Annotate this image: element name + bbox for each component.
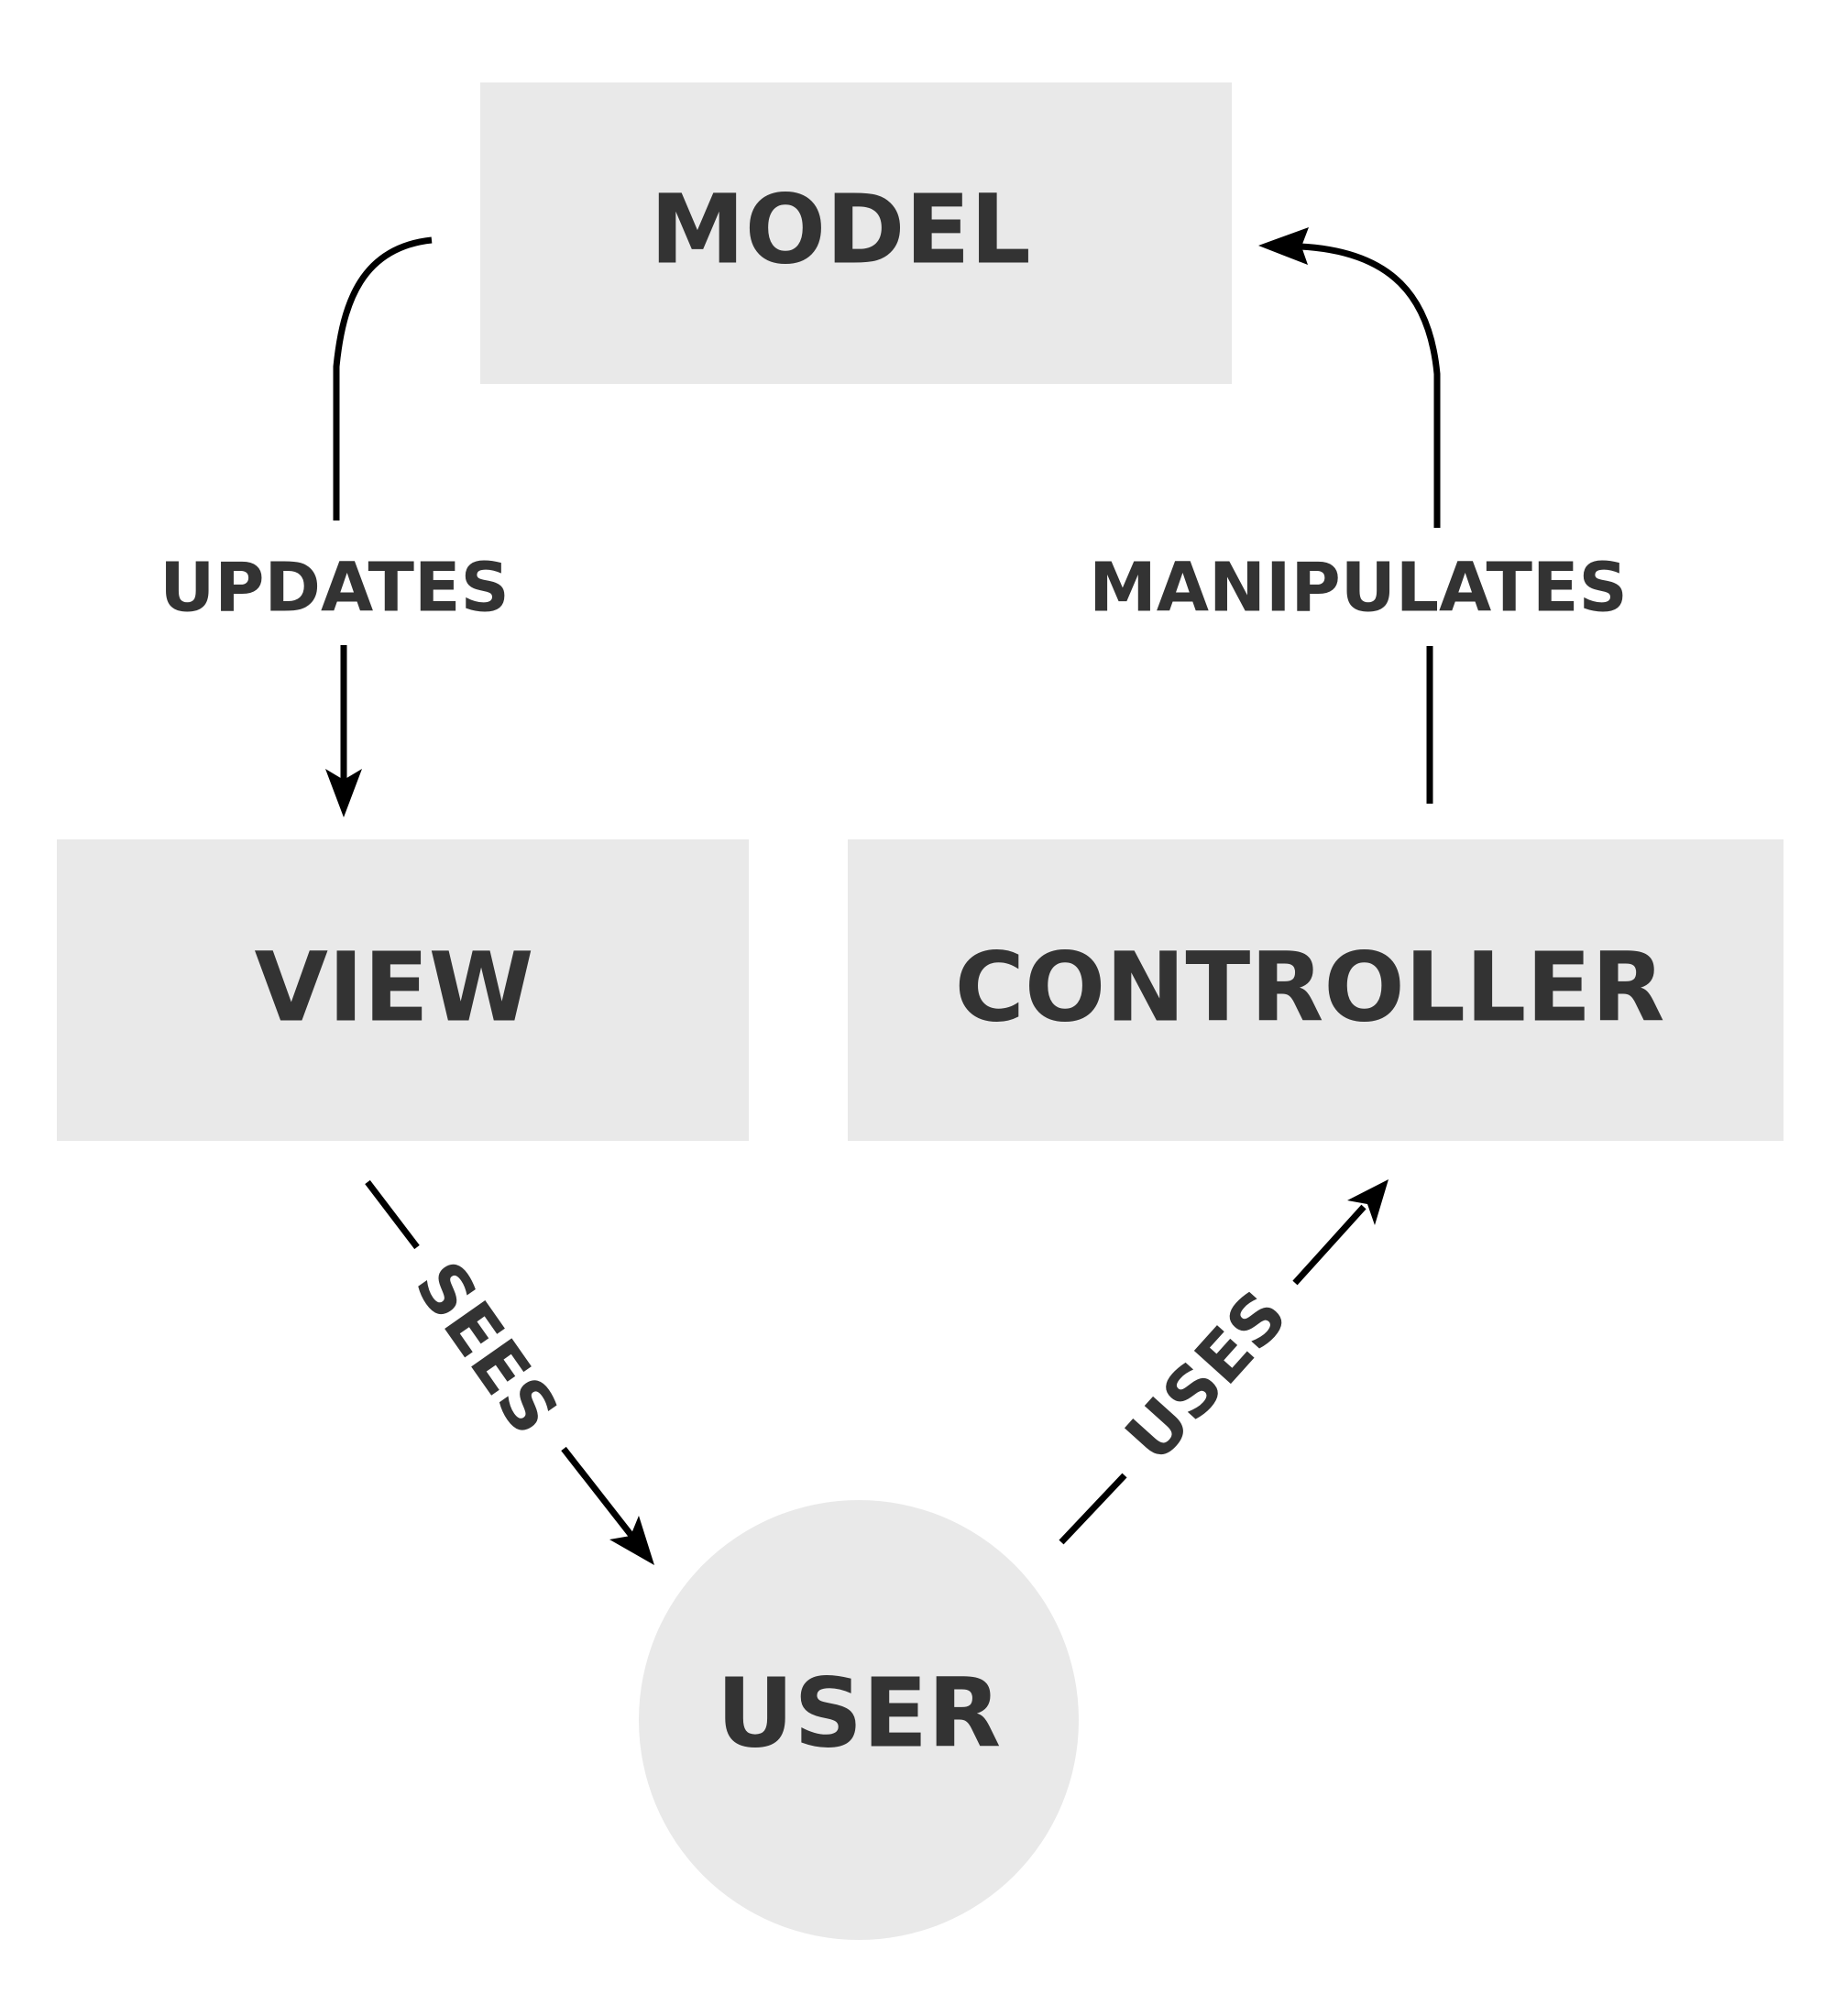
updates-line-upper [333,236,433,520]
updates-arrowhead [325,769,362,817]
sees-label: SEES [400,1248,574,1449]
manipulates-label: MANIPULATES [1089,549,1628,628]
manipulates-arrowhead [1258,227,1309,265]
uses-label: USES [1111,1276,1302,1476]
model-box [480,82,1232,384]
uses-line-lower [1059,1473,1127,1545]
model-label: MODEL [650,173,1031,285]
sees-line-upper [365,1179,420,1250]
manipulates-line-upper [1299,243,1441,528]
updates-edge: UPDATES [159,236,510,817]
sees-arrowhead [609,1516,654,1565]
model-node: MODEL [480,82,1232,384]
updates-label: UPDATES [159,549,510,628]
controller-node: CONTROLLER [848,839,1784,1141]
uses-line-upper [1292,1204,1367,1286]
view-label: VIEW [255,931,534,1043]
view-box [57,839,749,1141]
user-label: USER [717,1657,1001,1769]
controller-box [848,839,1784,1141]
user-circle [639,1500,1079,1940]
sees-edge: SEES [365,1179,654,1565]
uses-arrowhead [1347,1179,1388,1225]
controller-label: CONTROLLER [955,931,1665,1043]
view-node: VIEW [57,839,749,1141]
sees-line-lower [561,1446,635,1539]
uses-edge: USES [1059,1179,1388,1545]
user-node: USER [639,1500,1079,1940]
manipulates-edge: MANIPULATES [1089,227,1628,804]
